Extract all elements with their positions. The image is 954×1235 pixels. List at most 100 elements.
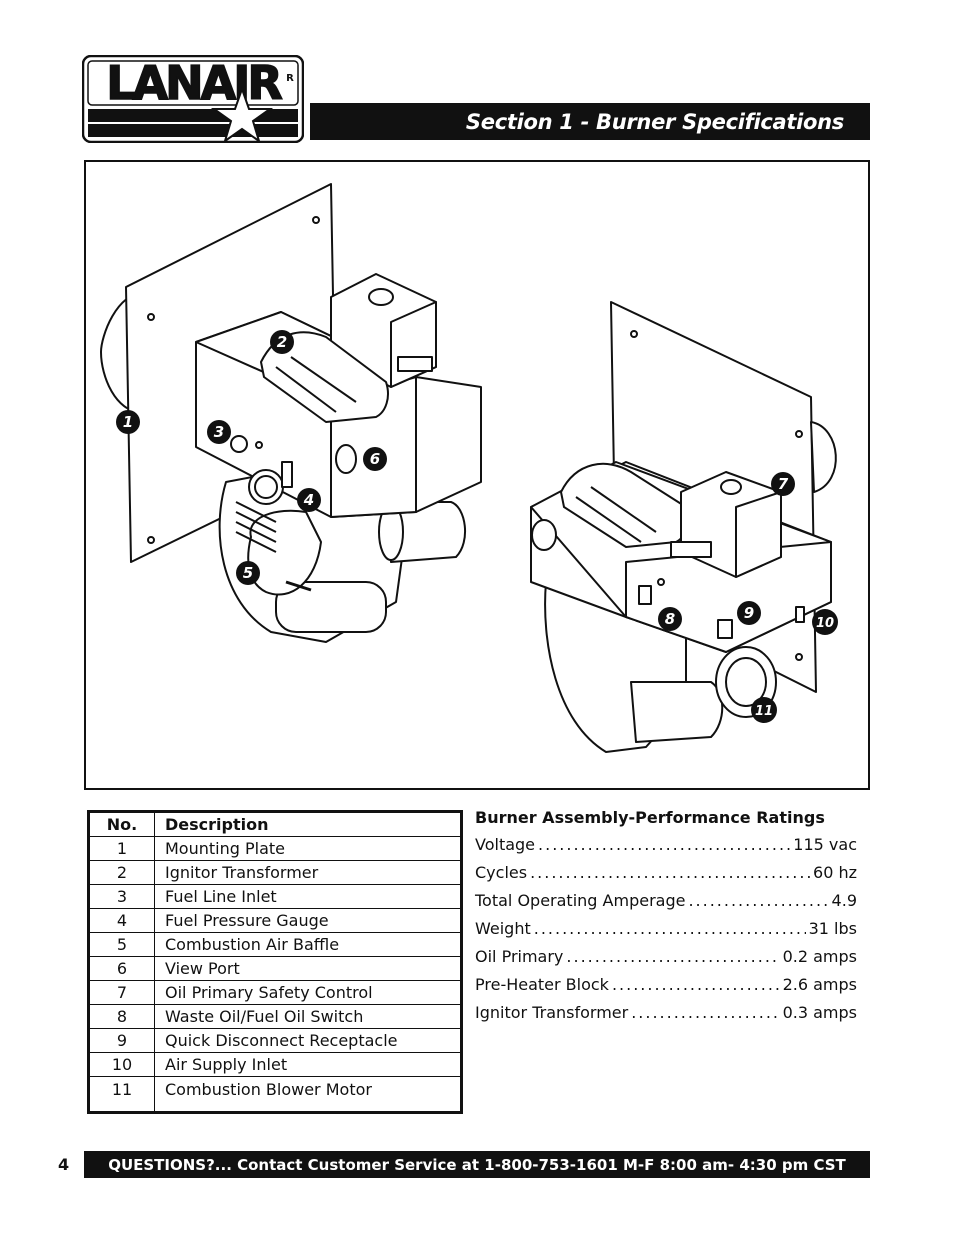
svg-text:1: 1 (123, 413, 133, 431)
header-no: No. (88, 811, 155, 837)
ratings-title: Burner Assembly-Performance Ratings (475, 808, 825, 827)
footer-contact-bar: QUESTIONS?... Contact Customer Service a… (84, 1151, 870, 1178)
row-description: Waste Oil/Fuel Oil Switch (154, 1004, 462, 1029)
burner-drawing: 1 2 3 4 5 6 7 8 9 10 11 (100, 183, 838, 753)
svg-text:9: 9 (744, 604, 754, 622)
rating-pre-heater: Pre-Heater Block 2.6 amps (475, 975, 857, 1003)
header-description: Description (154, 811, 462, 837)
row-description: View Port (154, 956, 462, 981)
row-description: Ignitor Transformer (154, 860, 462, 885)
rating-label: Total Operating Amperage (475, 891, 686, 910)
rating-value: 4.9 (831, 891, 857, 910)
lanair-logo: LANAIR R (81, 54, 305, 144)
row-no: 7 (88, 980, 155, 1005)
callout-10: 10 (812, 609, 838, 635)
svg-text:5: 5 (243, 564, 253, 582)
leader-dots (688, 891, 828, 910)
rating-label: Pre-Heater Block (475, 975, 609, 994)
rating-value: 60 hz (813, 863, 857, 882)
row-no: 8 (88, 1004, 155, 1029)
callout-1: 1 (116, 410, 140, 434)
rating-value: 0.2 amps (782, 947, 857, 966)
callout-4: 4 (297, 488, 321, 512)
leader-dots (566, 947, 779, 966)
row-description: Air Supply Inlet (154, 1052, 462, 1077)
callout-9: 9 (737, 601, 761, 625)
leader-dots (612, 975, 780, 994)
leader-dots (631, 1003, 779, 1022)
row-description: Combustion Blower Motor (154, 1076, 462, 1113)
page-number: 4 (58, 1155, 70, 1174)
callout-11: 11 (751, 697, 777, 723)
svg-text:2: 2 (277, 333, 287, 351)
svg-text:6: 6 (370, 450, 380, 468)
rating-amperage: Total Operating Amperage 4.9 (475, 891, 857, 919)
svg-text:8: 8 (665, 610, 675, 628)
row-description: Mounting Plate (154, 836, 462, 861)
row-no: 2 (88, 860, 155, 885)
logo-wordmark: LANAIR (106, 56, 282, 110)
leader-dots (534, 919, 806, 938)
row-no: 4 (88, 908, 155, 933)
rating-label: Oil Primary (475, 947, 564, 966)
row-no: 3 (88, 884, 155, 909)
rating-label: Ignitor Transformer (475, 1003, 629, 1022)
rating-label: Weight (475, 919, 531, 938)
row-no: 6 (88, 956, 155, 981)
row-no: 10 (88, 1052, 155, 1077)
rating-ignitor-transformer: Ignitor Transformer 0.3 amps (475, 1003, 857, 1031)
row-description: Quick Disconnect Receptacle (154, 1028, 462, 1053)
rating-label: Voltage (475, 835, 536, 854)
table-header-row: No. Description (88, 811, 462, 837)
leader-dots (538, 835, 790, 854)
section-title: Section 1 - Burner Specifications (465, 109, 844, 134)
rating-weight: Weight 31 lbs (475, 919, 857, 947)
row-no: 11 (88, 1076, 155, 1113)
star-icon (210, 85, 274, 144)
rating-cycles: Cycles 60 hz (475, 863, 857, 891)
svg-text:10: 10 (816, 616, 834, 631)
rating-voltage: Voltage 115 vac (475, 835, 857, 863)
section-header-bar: Section 1 - Burner Specifications (310, 103, 870, 140)
rating-value: 115 vac (793, 835, 857, 854)
row-no: 9 (88, 1028, 155, 1053)
burner-illustration: 1 2 3 4 5 6 7 8 9 10 11 (84, 160, 870, 790)
row-description: Fuel Pressure Gauge (154, 908, 462, 933)
callout-2: 2 (270, 330, 294, 354)
rating-value: 2.6 amps (782, 975, 857, 994)
row-description: Fuel Line Inlet (154, 884, 462, 909)
svg-text:7: 7 (778, 475, 789, 493)
callout-7: 7 (771, 472, 795, 496)
callout-8: 8 (658, 607, 682, 631)
callout-3: 3 (207, 420, 231, 444)
row-description: Combustion Air Baffle (154, 932, 462, 957)
leader-dots (530, 863, 810, 882)
callout-6: 6 (363, 447, 387, 471)
row-no: 5 (88, 932, 155, 957)
svg-text:3: 3 (214, 423, 224, 441)
registered-mark: R (286, 73, 294, 84)
callout-5: 5 (236, 561, 260, 585)
row-description: Oil Primary Safety Control (154, 980, 462, 1005)
row-no: 1 (88, 836, 155, 861)
rating-value: 31 lbs (808, 919, 857, 938)
svg-text:4: 4 (303, 491, 314, 509)
contact-text: QUESTIONS?... Contact Customer Service a… (108, 1155, 846, 1174)
rating-value: 0.3 amps (782, 1003, 857, 1022)
rating-oil-primary: Oil Primary 0.2 amps (475, 947, 857, 975)
lanair-logo-graphic: LANAIR R (81, 54, 305, 144)
rating-label: Cycles (475, 863, 528, 882)
svg-text:11: 11 (755, 704, 773, 719)
